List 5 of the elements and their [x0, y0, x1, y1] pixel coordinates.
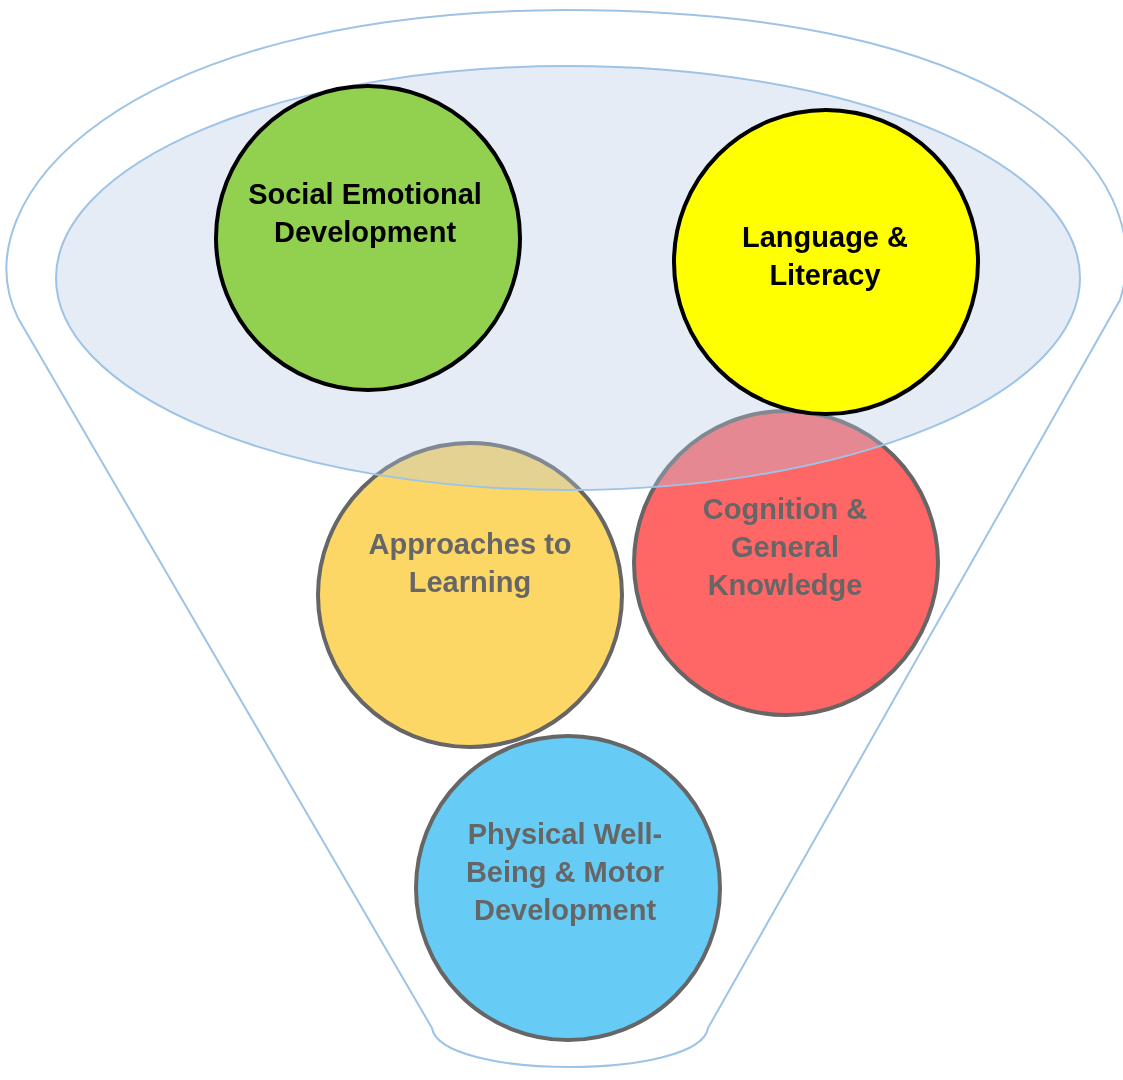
topic-label: Social Emotional Development: [247, 177, 483, 250]
topic-label: Physical Well-Being & Motor Development: [464, 817, 666, 928]
topic-label: Language & Literacy: [741, 220, 909, 293]
topic-label: Cognition & General Knowledge: [701, 492, 869, 603]
topic-label: Approaches to Learning: [367, 527, 573, 600]
